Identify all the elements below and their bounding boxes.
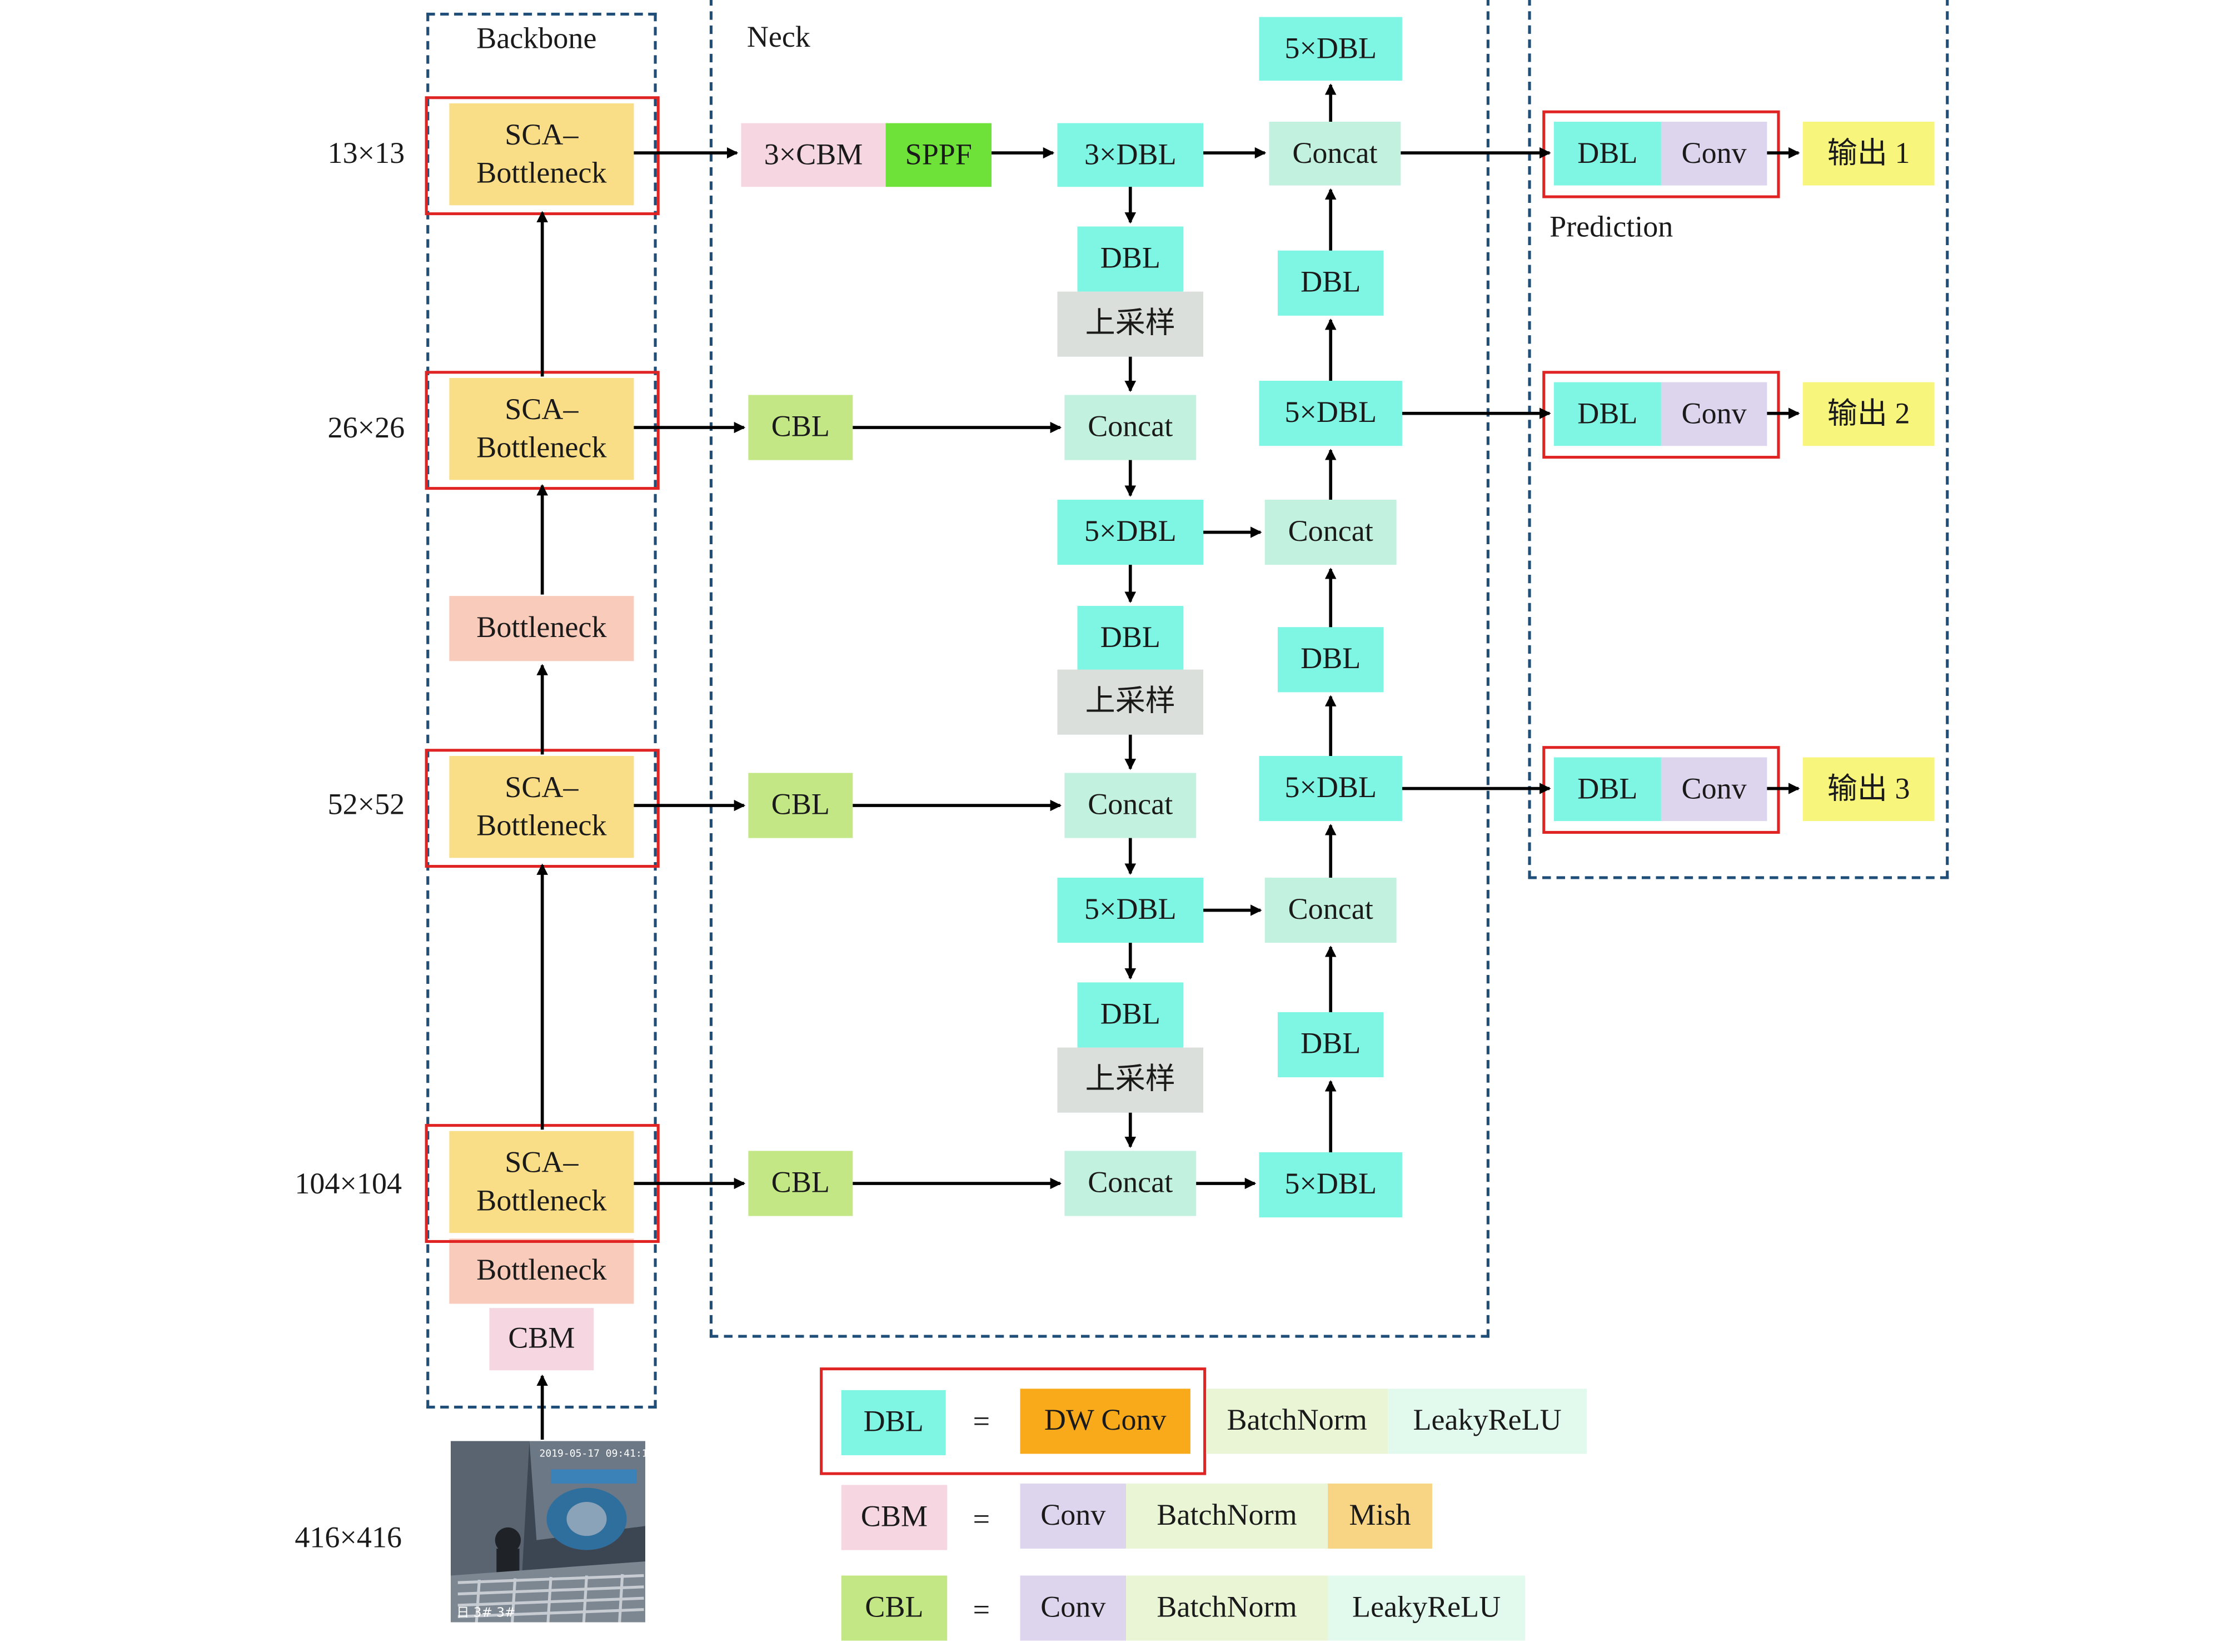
scale-label-13: 13×13: [327, 136, 405, 170]
legend-cbm: CBM: [841, 1485, 948, 1550]
input-image: 2019-05-17 09:41:19 日 3# 3#: [450, 1441, 646, 1623]
output-2: 输出 2: [1802, 382, 1935, 446]
neck-3xcbm: 3×CBM: [741, 123, 886, 187]
legend-batchnorm-3: BatchNorm: [1126, 1575, 1328, 1641]
output-3: 输出 3: [1802, 757, 1935, 822]
pred-dbl-3: DBL: [1553, 757, 1661, 822]
image-timestamp-overlay: 2019-05-17 09:41:19: [540, 1448, 646, 1460]
pred-dbl-1: DBL: [1553, 122, 1661, 186]
scale-label-26: 26×26: [327, 410, 405, 445]
neck-concat-pan52: Concat: [1264, 877, 1397, 943]
legend-equals-1: =: [973, 1404, 990, 1439]
neck-5xdbl-104: 5×DBL: [1259, 1152, 1402, 1218]
cbm-block-input: CBM: [489, 1308, 594, 1371]
highlight-legend-dbl: [820, 1367, 1207, 1475]
legend-batchnorm-2: BatchNorm: [1126, 1483, 1328, 1549]
neck-cbl-26: CBL: [748, 395, 853, 460]
legend-mish: Mish: [1328, 1483, 1432, 1549]
neck-upsample-3: 上采样: [1057, 1047, 1204, 1113]
sca-bottleneck-104: SCA– Bottleneck: [449, 1131, 634, 1233]
prediction-title: Prediction: [1550, 209, 1673, 244]
neck-upsample-1: 上采样: [1057, 291, 1204, 357]
neck-sppf: SPPF: [885, 123, 992, 187]
output-1: 输出 1: [1802, 122, 1935, 186]
sca-bottleneck-13: SCA– Bottleneck: [449, 103, 634, 206]
pred-conv-1: Conv: [1661, 122, 1767, 186]
neck-concat-52: Concat: [1064, 773, 1197, 838]
neck-5xdbl-top: 5×DBL: [1259, 17, 1402, 81]
pred-dbl-2: DBL: [1553, 382, 1661, 446]
neck-frame: [709, 0, 1489, 1338]
legend-cbl: CBL: [841, 1575, 948, 1641]
legend-dbl: DBL: [841, 1390, 946, 1456]
neck-concat-26: Concat: [1064, 395, 1197, 460]
neck-3xdbl: 3×DBL: [1057, 123, 1204, 187]
neck-concat-104: Concat: [1064, 1151, 1197, 1216]
neck-dbl-pan2: DBL: [1277, 627, 1384, 693]
legend-equals-3: =: [973, 1593, 990, 1627]
prediction-frame: [1528, 0, 1949, 879]
neck-dbl-pan3: DBL: [1277, 1012, 1384, 1078]
backbone-title: Backbone: [476, 21, 597, 56]
sca-bottleneck-26: SCA– Bottleneck: [449, 377, 634, 480]
legend-equals-2: =: [973, 1502, 990, 1536]
neck-cbl-52: CBL: [748, 773, 853, 838]
neck-concat-top: Concat: [1269, 122, 1401, 186]
sca-bottleneck-52: SCA– Bottleneck: [449, 755, 634, 858]
image-camera-overlay: 日 3# 3#: [456, 1605, 515, 1620]
pred-conv-3: Conv: [1661, 757, 1767, 822]
neck-5xdbl-pan52: 5×DBL: [1259, 755, 1402, 822]
bottleneck-block-mid: Bottleneck: [449, 596, 634, 661]
neck-dbl-up3: DBL: [1077, 982, 1184, 1048]
legend-leakyrelu-1: LeakyReLU: [1388, 1389, 1587, 1454]
legend-conv-1: Conv: [1020, 1483, 1127, 1549]
scale-label-52: 52×52: [327, 787, 405, 822]
neck-concat-pan26: Concat: [1264, 499, 1397, 565]
neck-dbl-up2: DBL: [1077, 605, 1184, 671]
neck-cbl-104: CBL: [748, 1151, 853, 1216]
bottleneck-block-bottom: Bottleneck: [449, 1238, 634, 1304]
legend-conv-2: Conv: [1020, 1575, 1127, 1641]
pred-conv-2: Conv: [1661, 382, 1767, 446]
neck-5xdbl-52: 5×DBL: [1057, 877, 1204, 943]
neck-dbl-pan1: DBL: [1277, 250, 1384, 316]
neck-title: Neck: [746, 19, 810, 54]
legend-leakyrelu-3: LeakyReLU: [1328, 1575, 1526, 1641]
neck-upsample-2: 上采样: [1057, 669, 1204, 735]
neck-dbl-up1: DBL: [1077, 226, 1184, 292]
scale-label-104: 104×104: [295, 1166, 402, 1201]
input-image-drawing: 2019-05-17 09:41:19 日 3# 3#: [450, 1441, 646, 1623]
legend-batchnorm-1: BatchNorm: [1206, 1389, 1388, 1454]
neck-5xdbl-26: 5×DBL: [1057, 499, 1204, 565]
neck-5xdbl-pan26: 5×DBL: [1259, 381, 1402, 446]
legend-dwconv: DW Conv: [1020, 1389, 1190, 1454]
scale-label-416: 416×416: [295, 1520, 402, 1555]
